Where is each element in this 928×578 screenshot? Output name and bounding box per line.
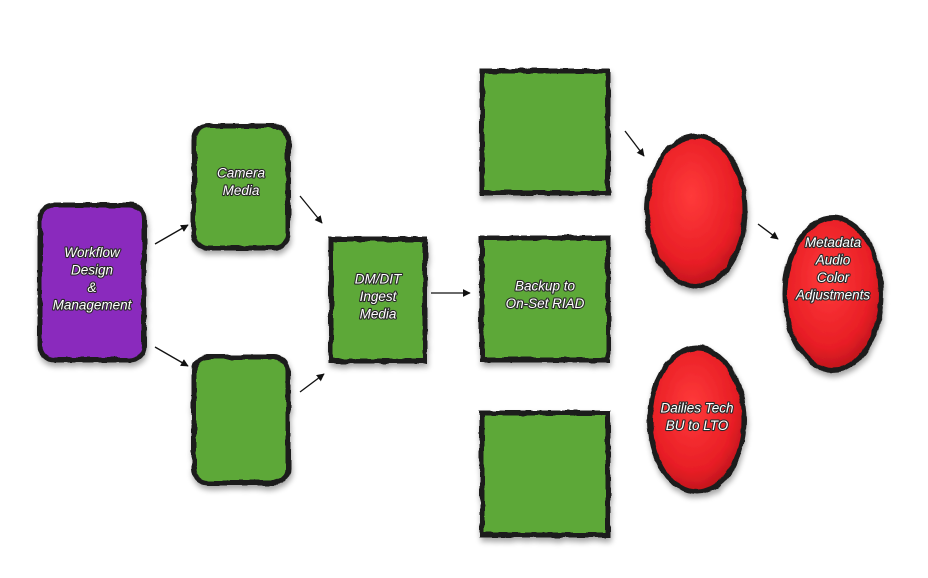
label-line: Workflow [64, 245, 121, 260]
blank-green-node-left [191, 354, 291, 486]
label-line: Camera [217, 165, 266, 180]
label-line: Color [817, 270, 850, 285]
label-line: & [87, 280, 96, 295]
dailies-tech-label: Dailies Tech BU to LTO [660, 400, 733, 433]
label-line: Dailies Tech [660, 400, 733, 415]
backup-node: Backup to On-Set RIAD [479, 235, 611, 363]
connector-arrows [154, 130, 779, 393]
blank-green-node-top [479, 68, 611, 196]
label-line: Audio [815, 252, 851, 267]
arrow-camera-to-ingest [299, 195, 323, 224]
label-line: Media [360, 307, 397, 322]
blank-red-circle-top [644, 133, 748, 289]
label-line: Adjustments [795, 287, 871, 302]
label-line: Metadata [805, 235, 862, 250]
arrow-top-to-red [624, 130, 645, 157]
blank-green-node-bottom [479, 410, 611, 538]
label-line: Media [223, 183, 260, 198]
arrow-workflow-to-camera [154, 224, 189, 245]
backup-label: Backup to On-Set RIAD [506, 278, 585, 311]
arrow-red-to-metadata [757, 223, 779, 240]
arrow-blank-to-ingest [299, 373, 325, 393]
label-line: Backup to [515, 278, 576, 293]
label-line: Design [71, 262, 113, 277]
label-line: Ingest [360, 289, 398, 304]
arrow-workflow-to-blank [154, 346, 189, 367]
label-line: DM/DIT [355, 272, 403, 287]
label-line: On-Set RIAD [506, 296, 585, 311]
label-line: BU to LTO [666, 418, 729, 433]
label-line: Management [53, 297, 133, 312]
dailies-tech-node: Dailies Tech BU to LTO [647, 345, 747, 495]
